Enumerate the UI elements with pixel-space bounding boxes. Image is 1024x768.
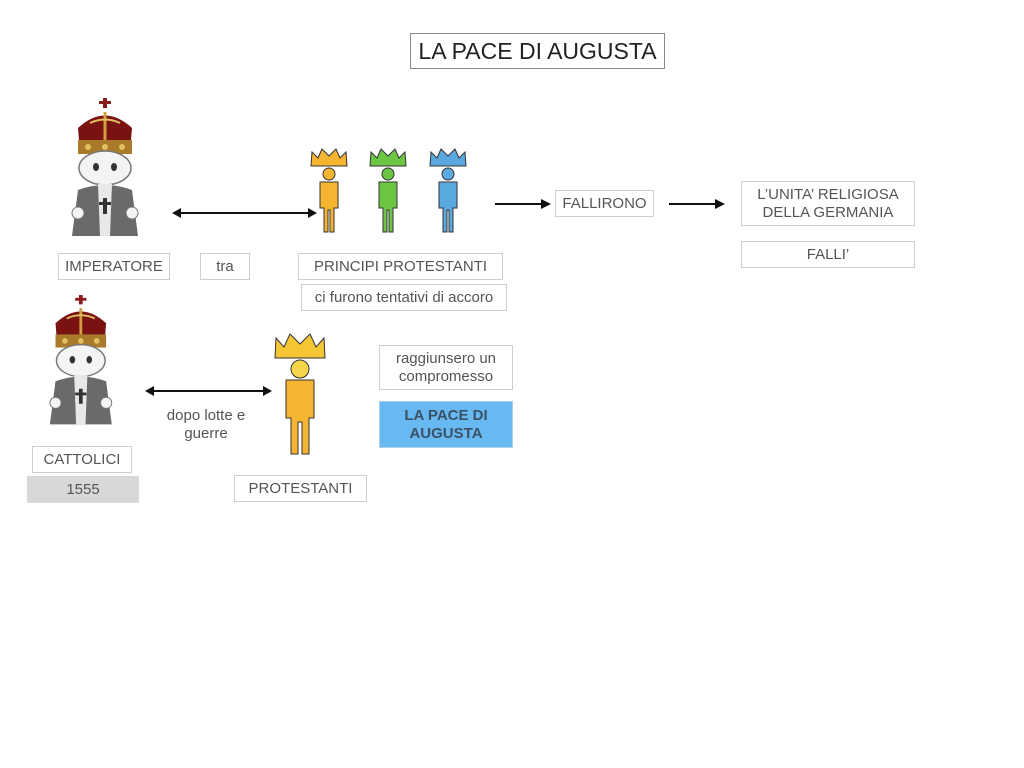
pace-line-1: LA PACE DI <box>404 406 488 424</box>
dopo-lotte-label: dopo lotte e guerre <box>150 407 262 443</box>
prince-icon-green <box>369 148 407 233</box>
pace-line-2: AUGUSTA <box>409 424 483 442</box>
cattolici-label: CATTOLICI <box>32 446 132 473</box>
emperor-icon <box>71 98 139 236</box>
arrow-icon-1 <box>495 199 551 209</box>
dopo-line-2: guerre <box>184 425 228 442</box>
compromesso-line-2: compromesso <box>398 367 494 385</box>
arrow-icon-2 <box>669 199 725 209</box>
compromesso-line-1: raggiunsero un <box>395 349 497 367</box>
prince-icon-blue <box>429 148 467 233</box>
catholic-emperor-icon <box>49 295 113 425</box>
year-badge: 1555 <box>27 476 139 503</box>
unita-line-2: DELLA GERMANIA <box>762 203 894 221</box>
tentativi-label: ci furono tentativi di accoro <box>301 284 507 311</box>
compromesso-label: raggiunsero un compromesso <box>379 345 513 390</box>
prince-icon-orange <box>310 148 348 233</box>
protestanti-label: PROTESTANTI <box>234 475 367 502</box>
fallirono-label: FALLIRONO <box>555 190 654 217</box>
protestant-icon <box>274 333 326 455</box>
falli-label: FALLI’ <box>741 241 915 268</box>
unita-religiosa-label: L’UNITA’ RELIGIOSA DELLA GERMANIA <box>741 181 915 226</box>
imperatore-label: IMPERATORE <box>58 253 170 280</box>
double-arrow-icon-2 <box>145 386 272 396</box>
dopo-line-1: dopo lotte e <box>166 407 246 424</box>
page-title: LA PACE DI AUGUSTA <box>410 33 665 69</box>
pace-di-augusta-box: LA PACE DI AUGUSTA <box>379 401 513 448</box>
principi-protestanti-label: PRINCIPI PROTESTANTI <box>298 253 503 280</box>
double-arrow-icon <box>172 208 317 218</box>
tra-label: tra <box>200 253 250 280</box>
unita-line-1: L’UNITA’ RELIGIOSA <box>757 185 899 203</box>
